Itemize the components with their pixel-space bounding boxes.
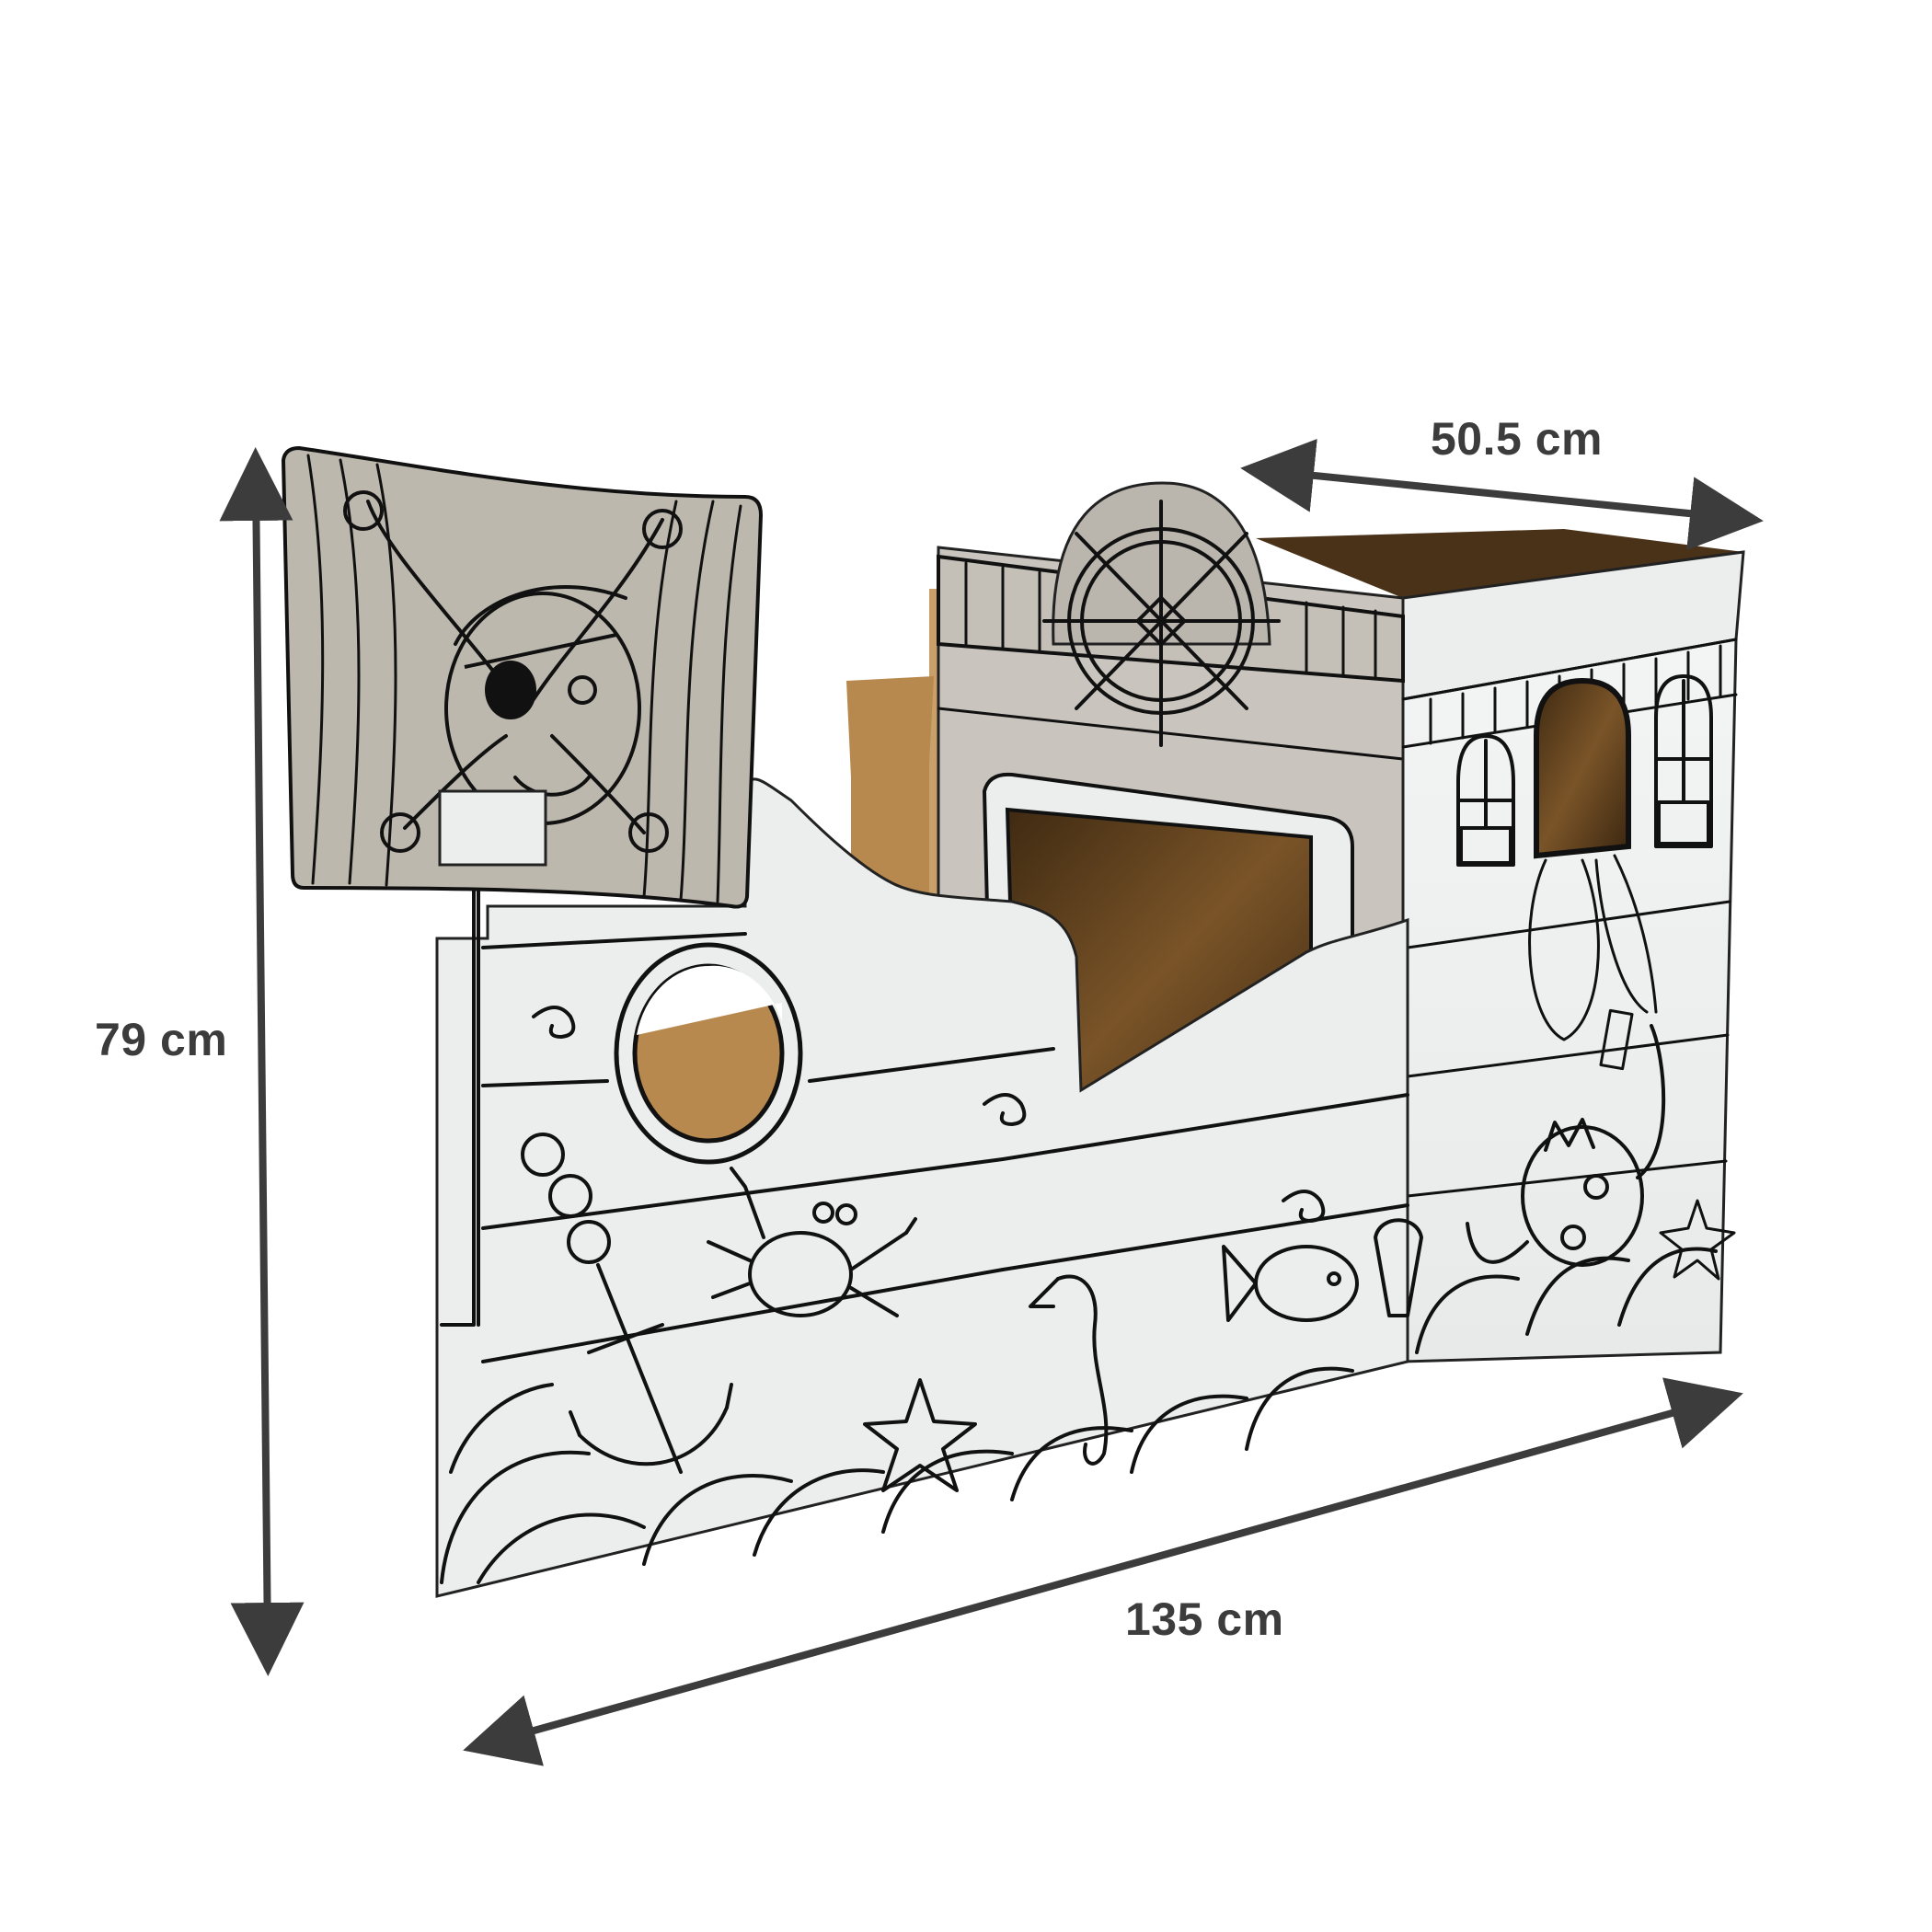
starfish-icon: [1659, 1199, 1736, 1281]
wave-scroll-icon: [532, 1006, 1326, 1223]
necklace-icon: [1528, 854, 1658, 1071]
cabin-windows: [1456, 674, 1713, 867]
kraft-side-flap: [846, 676, 934, 777]
depth-arrow: [1240, 439, 1764, 550]
dimension-arrows: [219, 439, 1764, 1766]
eyepatch: [485, 661, 536, 719]
shell-icon: [1374, 1218, 1423, 1317]
ship-wheel-icon: [1042, 500, 1281, 747]
skull-flag-icon: [281, 445, 764, 909]
height-dimension-label: 79 cm: [95, 1014, 228, 1065]
depth-dimension-label: 50.5 cm: [1431, 413, 1603, 465]
ship-wheel-panel: [1042, 481, 1281, 747]
cabin-front-window-opening: [1534, 677, 1631, 859]
porthole-icon: [614, 942, 803, 1165]
octopus-icon: [1466, 1024, 1666, 1267]
cabin-front-face: [1401, 638, 1738, 1363]
height-arrow: [219, 447, 305, 1676]
crab-icon: [707, 1167, 917, 1317]
mast-post: [438, 789, 547, 867]
length-dimension-label: 135 cm: [1125, 1593, 1284, 1645]
fish-icon: [1222, 1245, 1359, 1322]
length-arrow: [463, 1377, 1743, 1766]
